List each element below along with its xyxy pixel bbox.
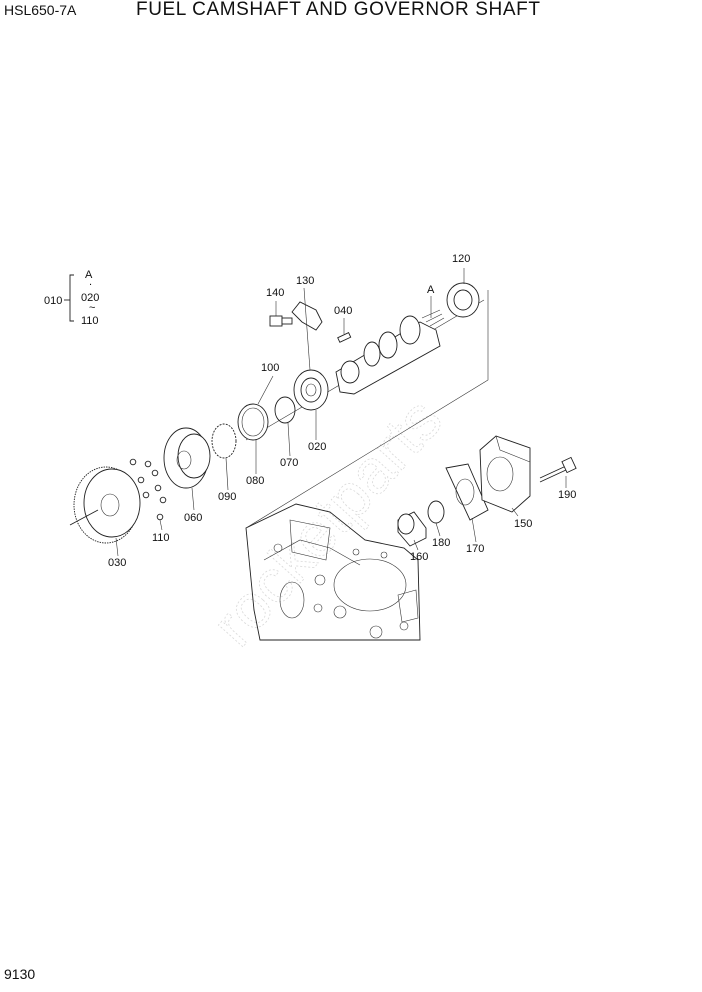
page-title: FUEL CAMSHAFT AND GOVERNOR SHAFT (136, 0, 541, 20)
callout-070: 070 (280, 457, 298, 469)
assembly-item-110: 110 (81, 315, 99, 327)
page-number: 9130 (4, 966, 36, 982)
snap-ring-070 (274, 396, 296, 424)
engine-block (245, 503, 421, 641)
callout-140: 140 (266, 287, 284, 299)
assembly-number: 010 (44, 295, 62, 307)
callout-040: 040 (334, 305, 352, 317)
assembly-item-a: A (85, 269, 93, 281)
sleeve-160 (397, 511, 427, 547)
gear-030 (69, 466, 141, 544)
callout-160: 160 (410, 551, 428, 563)
callout-100: 100 (261, 362, 279, 374)
svg-text:.: . (89, 276, 92, 288)
svg-text:~: ~ (89, 302, 95, 314)
model-code: HSL650-7A (4, 2, 77, 18)
callout-080: 080 (246, 475, 264, 487)
hub-060 (163, 427, 211, 489)
callout-130: 130 (296, 275, 314, 287)
plate-130 (291, 301, 323, 331)
ball-bearing (293, 369, 329, 411)
leader-lines (115, 268, 567, 557)
callout-090: 090 (218, 491, 236, 503)
bolt-190 (539, 456, 577, 483)
callout-030: 030 (108, 557, 126, 569)
assembly-item-020: 020 (81, 292, 99, 304)
callout-110: 110 (152, 532, 170, 544)
callout-120: 120 (452, 253, 470, 265)
callout-060: 060 (184, 512, 202, 524)
callout-190: 190 (558, 489, 576, 501)
governor-housing-150 (479, 435, 531, 513)
callout-170: 170 (466, 543, 484, 555)
callout-a: A (427, 284, 435, 296)
callout-150: 150 (514, 518, 532, 530)
pins-110 (129, 458, 167, 521)
callout-180: 180 (432, 537, 450, 549)
gasket-170 (445, 463, 489, 521)
ring-100 (237, 403, 269, 441)
ring-090 (211, 423, 237, 459)
assembly-key: 010 A . 020 ~ 110 (44, 269, 99, 327)
key-040 (337, 332, 352, 343)
bolt-140 (269, 315, 293, 327)
bearing-120 (446, 282, 480, 318)
fuel-camshaft (335, 309, 445, 395)
o-ring-180 (427, 500, 445, 524)
callout-020: 020 (308, 441, 326, 453)
